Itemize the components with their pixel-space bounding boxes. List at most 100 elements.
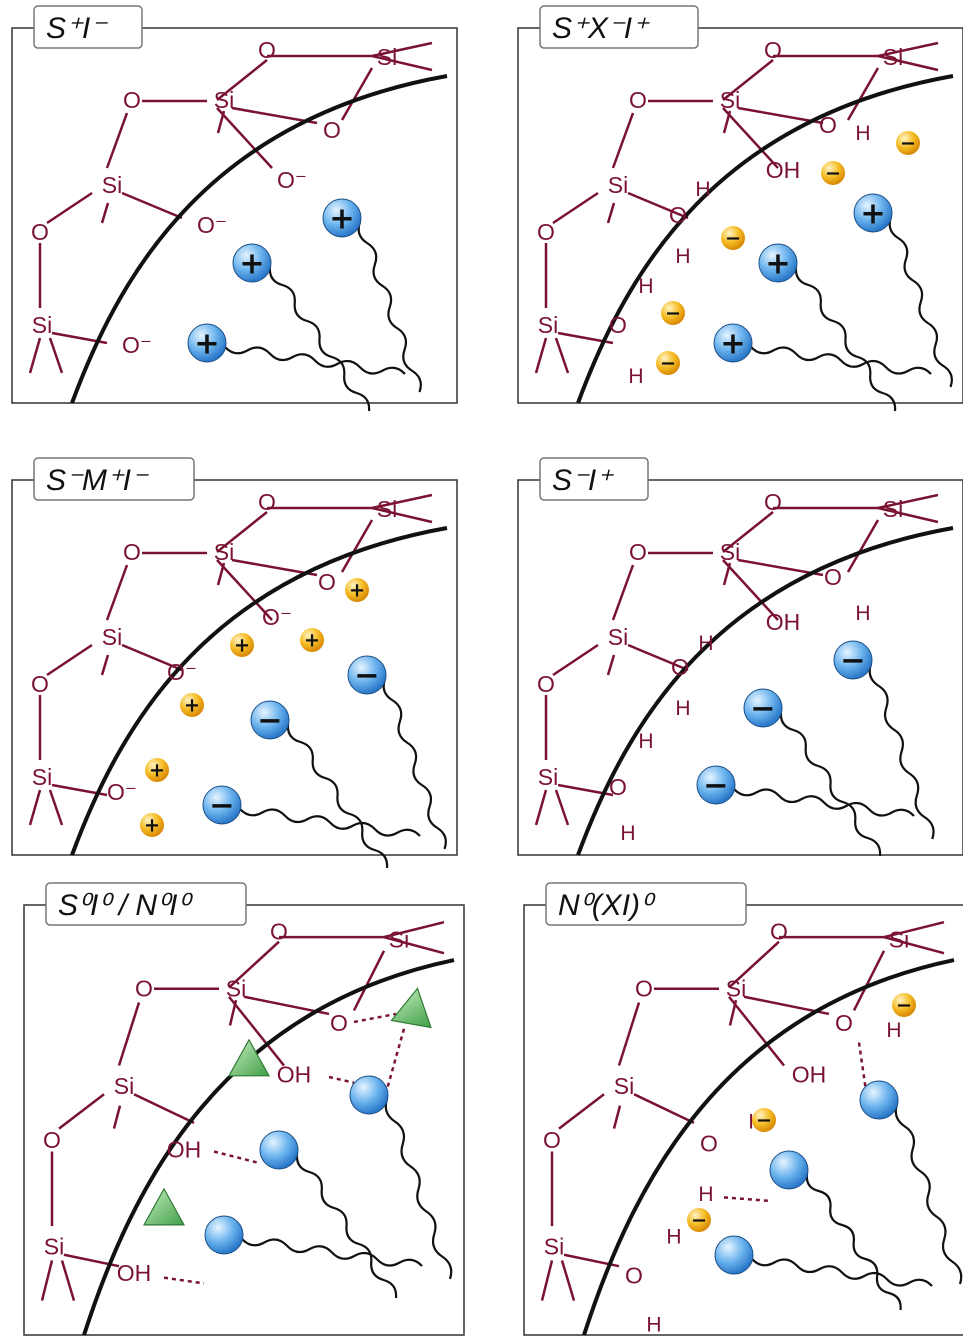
micelle-surface [582,958,955,1336]
oxygen-atom: O [323,117,341,143]
bond [722,107,779,169]
counter-anion: − [687,1208,711,1232]
bond [554,789,570,826]
silicon-atom: Si [608,172,628,198]
surfactant-head-anionic: − [250,700,290,740]
surfactant-tail [894,1103,963,1285]
panel-label: S⁰I⁰ / N⁰I⁰ [45,882,247,926]
panel-frame [517,479,963,856]
silicon-atom: Si [114,1073,134,1099]
plus-sign: + [304,629,320,652]
oxygen-atom: O [258,489,276,515]
oxygen-atom: O [819,112,837,138]
oxygen-atom: O [43,1127,61,1153]
hydrogen-atom: H [620,822,635,845]
ion-ball [145,758,169,782]
silicon-atom: Si [44,1234,64,1260]
bond [617,1002,641,1066]
counter-anion: − [892,993,916,1017]
minus-sign: − [209,789,234,824]
silicon-atom: Si [377,496,397,522]
hydroxyl: OH [766,157,801,183]
ion-ball [713,323,753,363]
hydrogen-atom: H [886,1019,901,1042]
surfactant-tail [357,221,422,393]
bond [877,41,939,58]
ion-ball [892,993,916,1017]
minus-sign: − [691,1209,707,1232]
bond [216,107,273,169]
bond [383,920,445,939]
surfactant-head-neutral [204,1215,244,1255]
hydrogen-bond [213,1150,260,1165]
surfactant-tail [268,266,371,412]
bond [371,54,433,72]
oxygen-atom: O [609,312,627,338]
oxide-anion: O⁻ [197,212,227,238]
oxygen-atom: O [609,774,627,800]
hydrogen-atom: H [695,178,710,201]
bond [722,559,779,621]
silicon-atom: Si [889,926,909,952]
minus-sign: − [896,994,912,1017]
label-box [545,882,747,926]
label-box [539,457,649,501]
ion-ball [322,198,362,238]
surfactant-tail [241,1238,423,1267]
minus-sign: − [665,302,681,325]
bond [728,940,780,989]
surfactant-head-neutral [859,1080,899,1120]
neutral-organic-species [227,1038,271,1077]
panel-frame [11,479,458,856]
oxygen-atom: O [135,976,153,1002]
surfactant-tail [382,678,447,850]
bond [112,1105,122,1129]
panel-frame [517,27,963,404]
silicon-atom: Si [538,764,558,790]
label-box [33,457,195,501]
surfactant-tail [295,1153,398,1299]
plus-sign: + [234,634,250,657]
panel-label-text: S⁻M⁺I⁻ [46,464,149,497]
metal-cation: + [145,758,169,782]
silicon-atom: Si [883,496,903,522]
ion-ball [349,1075,389,1115]
hydrogen-atom: H [675,697,690,720]
plus-sign: + [184,694,200,717]
bond [48,337,64,374]
bond [722,562,732,586]
ion-ball [661,301,685,325]
minus-sign: − [703,769,728,804]
bond [633,1093,695,1124]
bond [877,54,939,72]
plus-sign: + [349,579,365,602]
silicon-atom: Si [214,87,234,113]
ion-ball [180,693,204,717]
ion-ball [140,813,164,837]
silicon-atom: Si [720,87,740,113]
bond [117,1002,141,1066]
bond [105,112,129,169]
bond [216,559,273,621]
surfactant-head-cationic: + [853,193,893,233]
bond [540,1260,554,1301]
minus-sign: − [756,1109,772,1132]
oxygen-atom: O [543,1127,561,1153]
oxygen-atom: O [824,564,842,590]
surfactant-head-anionic: − [696,765,736,805]
hydrogen-bond [723,1196,770,1203]
surfactant-head-anionic: − [347,655,387,695]
neutral-organic-species [390,987,432,1029]
bond [534,789,548,826]
counter-anion: − [821,161,845,185]
hydrogen-atom: H [698,632,713,655]
panel-label: S⁺X⁻I⁺ [539,5,699,49]
surfactant-head-neutral [349,1075,389,1115]
silicon-atom: Si [226,976,246,1002]
surfactant-head-neutral [714,1235,754,1275]
ion-ball [896,131,920,155]
